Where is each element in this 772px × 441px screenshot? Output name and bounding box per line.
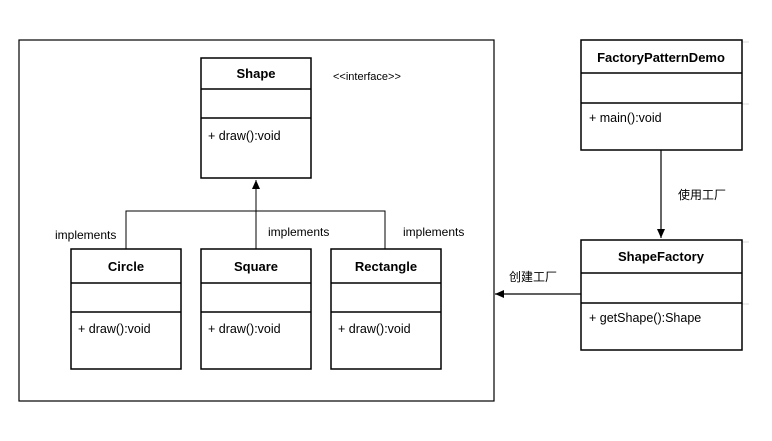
class-factory-pattern-demo[interactable]: FactoryPatternDemo + main():void bbox=[580, 39, 749, 151]
class-square-name: Square bbox=[234, 259, 278, 274]
class-shape-factory-method: + getShape():Shape bbox=[589, 311, 701, 325]
class-factory-pattern-demo-name: FactoryPatternDemo bbox=[597, 50, 725, 65]
class-rectangle-name: Rectangle bbox=[355, 259, 417, 274]
class-circle-method: + draw():void bbox=[78, 322, 151, 336]
class-shape-factory-name: ShapeFactory bbox=[618, 249, 705, 264]
implements-label-rectangle: implements bbox=[403, 225, 464, 239]
class-square[interactable]: Square + draw():void bbox=[200, 248, 312, 370]
uses-factory-label: 使用工厂 bbox=[678, 187, 726, 202]
creates-factory-label: 创建工厂 bbox=[509, 270, 557, 284]
implements-connectors bbox=[125, 180, 386, 249]
class-circle-name: Circle bbox=[108, 259, 144, 274]
class-circle[interactable]: Circle + draw():void bbox=[70, 248, 182, 370]
interface-stereotype: <<interface>> bbox=[333, 71, 401, 83]
class-factory-pattern-demo-method: + main():void bbox=[589, 111, 662, 125]
class-shape[interactable]: Shape + draw():void bbox=[200, 57, 312, 179]
class-rectangle-method: + draw():void bbox=[338, 322, 411, 336]
class-square-method: + draw():void bbox=[208, 322, 281, 336]
class-shape-method: + draw():void bbox=[208, 129, 281, 143]
class-shape-factory[interactable]: ShapeFactory + getShape():Shape bbox=[580, 239, 749, 351]
class-rectangle[interactable]: Rectangle + draw():void bbox=[330, 248, 442, 370]
class-shape-name: Shape bbox=[236, 66, 275, 81]
implements-label-square: implements bbox=[268, 225, 329, 239]
implements-label-circle: implements bbox=[55, 228, 116, 242]
